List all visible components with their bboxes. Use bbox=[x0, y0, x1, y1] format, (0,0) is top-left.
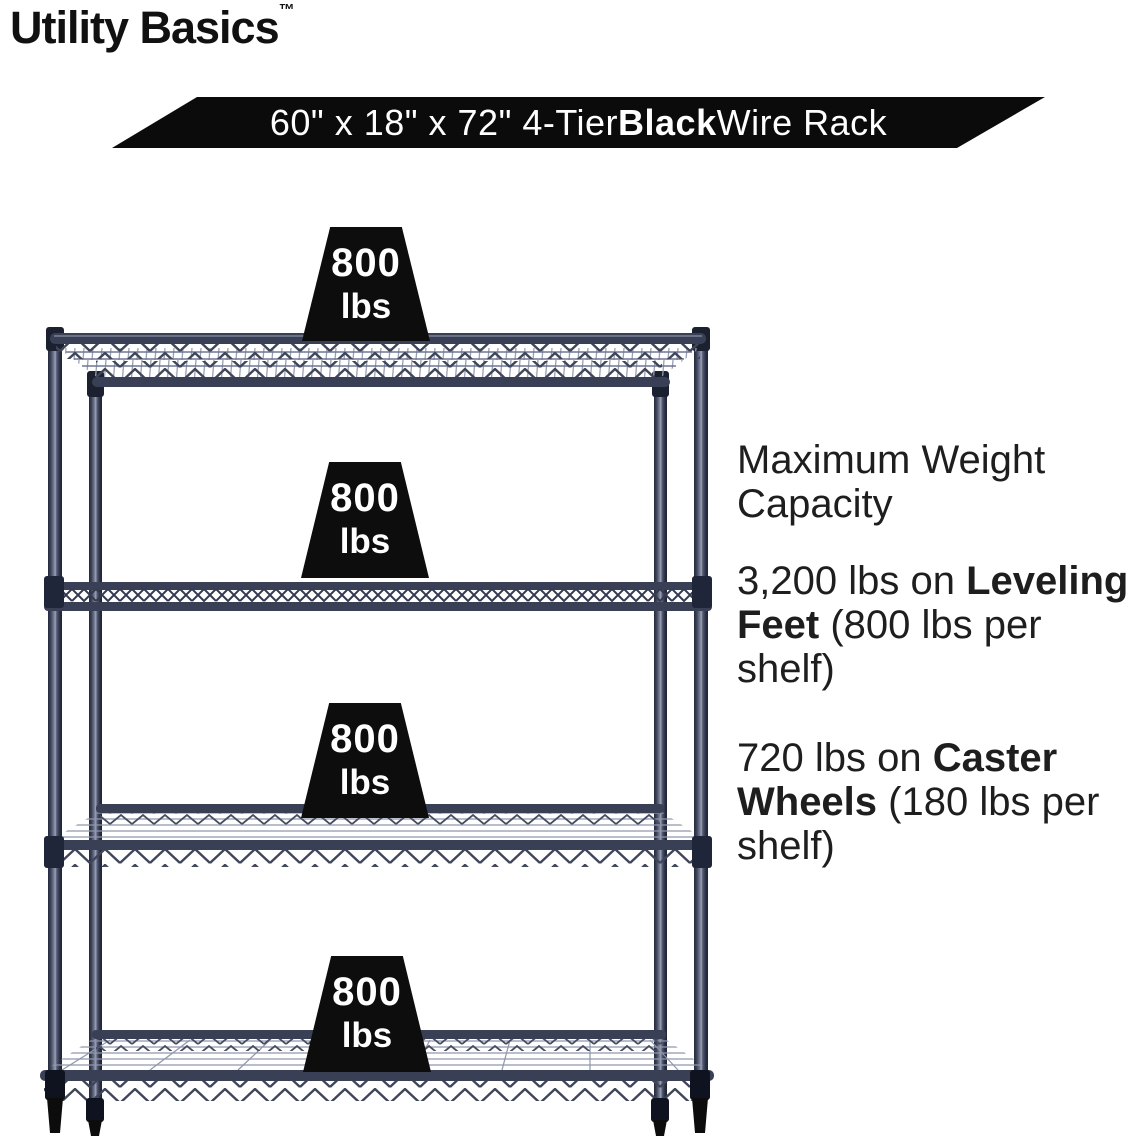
banner-text-pre: 60" x 18" x 72" 4-Tier bbox=[269, 101, 619, 143]
foot-sleeve-outer-left bbox=[45, 1070, 65, 1100]
rack-posts bbox=[46, 327, 710, 1104]
banner-text-post: Wire Rack bbox=[716, 101, 888, 143]
brand-name: Utility Basics bbox=[10, 2, 280, 53]
weight-unit: lbs bbox=[340, 287, 392, 326]
brand-logo: Utility Basics™ bbox=[10, 2, 295, 54]
leveling-foot-inner-left bbox=[88, 1120, 102, 1136]
foot-sleeve-inner-left bbox=[86, 1098, 104, 1122]
title-banner: 60" x 18" x 72" 4-Tier Black Wire Rack bbox=[112, 97, 1045, 148]
capacity-p1-l3: shelf) bbox=[737, 647, 835, 691]
capacity-p2-l1-bold: Caster bbox=[932, 736, 1058, 780]
rack-post-outer-left bbox=[48, 330, 62, 1100]
weight-unit: lbs bbox=[339, 522, 391, 561]
capacity-heading-line2: Capacity bbox=[737, 482, 893, 526]
capacity-p2-l2-bold: Wheels bbox=[737, 780, 878, 824]
weight-unit: lbs bbox=[341, 1016, 393, 1055]
shelf-2 bbox=[44, 576, 712, 611]
leveling-feet-capacity: 3,200 lbs on Leveling Feet (800 lbs per … bbox=[737, 559, 1128, 691]
weight-value: 800 bbox=[330, 476, 400, 520]
leveling-foot-outer-right bbox=[692, 1098, 708, 1133]
shelf-1 bbox=[50, 333, 706, 387]
weight-value: 800 bbox=[330, 717, 400, 761]
rack-post-inner-right bbox=[654, 374, 667, 1104]
capacity-p1-l1-bold: Leveling bbox=[966, 559, 1129, 603]
capacity-p1-l1-regular: 3,200 lbs on bbox=[737, 559, 967, 603]
capacity-p2-l2-regular: (180 lbs per bbox=[877, 780, 1100, 824]
leveling-foot-outer-left bbox=[47, 1098, 63, 1133]
banner-text-bold: Black bbox=[618, 101, 717, 143]
rack-post-inner-left bbox=[89, 374, 102, 1104]
leveling-foot-inner-right bbox=[653, 1120, 667, 1136]
capacity-p1-l2-bold: Feet bbox=[737, 603, 820, 647]
foot-sleeve-inner-right bbox=[651, 1098, 669, 1122]
weight-value: 800 bbox=[332, 970, 402, 1014]
foot-sleeve-outer-right bbox=[690, 1070, 710, 1100]
trademark-symbol: ™ bbox=[278, 2, 295, 19]
capacity-p1-l2-regular: (800 lbs per bbox=[819, 603, 1042, 647]
capacity-heading-line1: Maximum Weight bbox=[737, 438, 1046, 482]
shelf-3 bbox=[44, 804, 712, 868]
rack-post-outer-right bbox=[694, 330, 708, 1100]
capacity-p2-l1-regular: 720 lbs on bbox=[737, 736, 933, 780]
weight-value: 800 bbox=[331, 241, 401, 285]
capacity-p2-l3: shelf) bbox=[737, 824, 835, 868]
capacity-text-block: Maximum Weight Capacity 3,200 lbs on Lev… bbox=[737, 438, 1128, 868]
weight-unit: lbs bbox=[339, 763, 391, 802]
caster-wheels-capacity: 720 lbs on Caster Wheels (180 lbs per sh… bbox=[737, 736, 1128, 868]
leveling-feet bbox=[45, 1070, 710, 1136]
